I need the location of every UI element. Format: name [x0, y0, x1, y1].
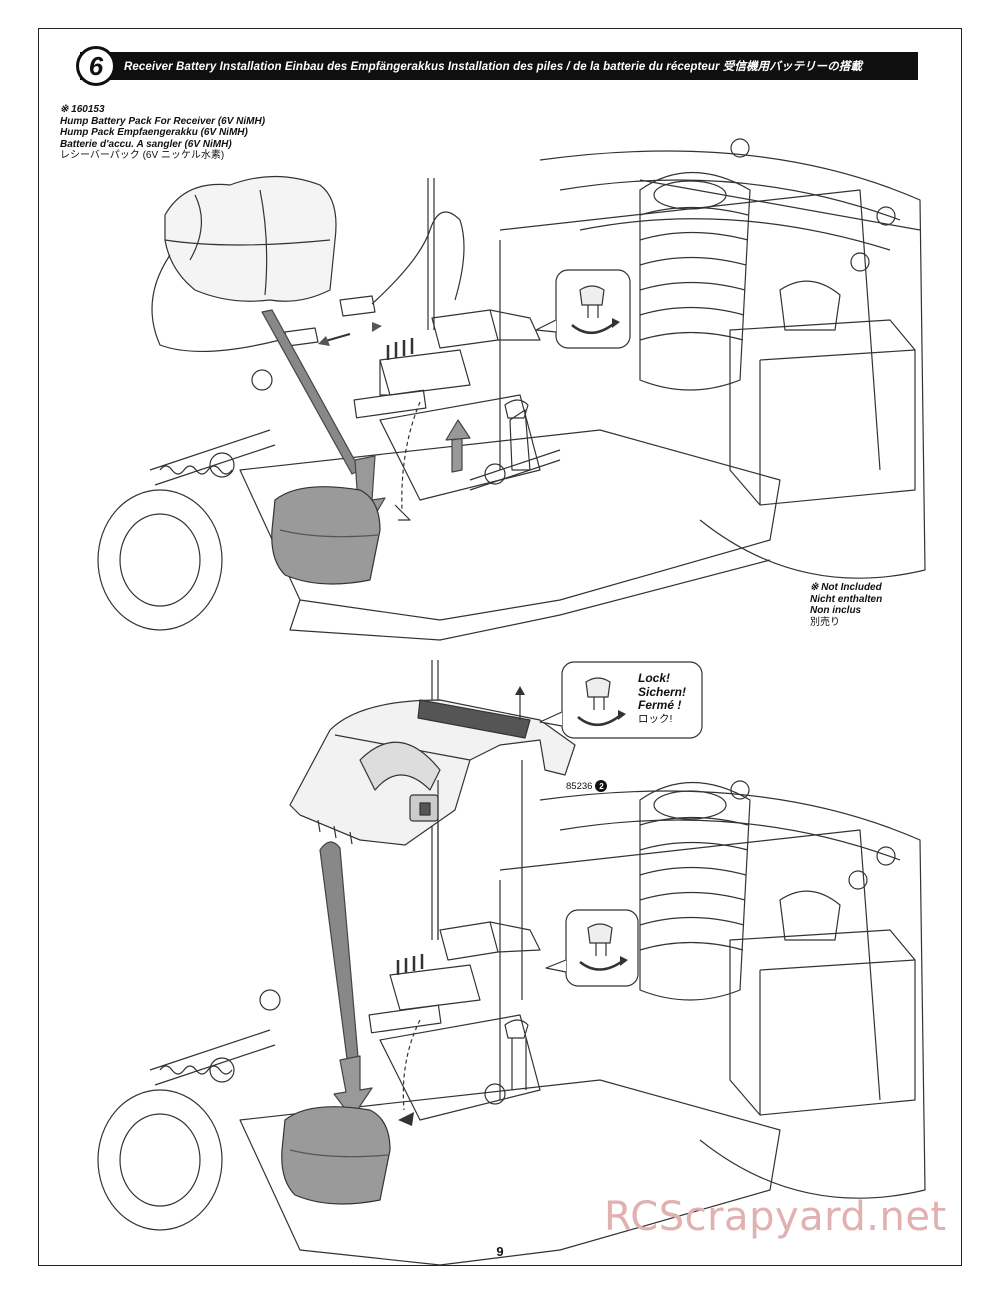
lock-callout: Lock! Sichern! Fermé ! ロック!: [638, 671, 687, 726]
step-title: Receiver Battery Installation Einbau des…: [124, 61, 863, 73]
page-number: 9: [496, 1244, 504, 1259]
page-frame: [38, 28, 962, 1266]
engine-cylinder-bottom: [639, 781, 751, 1001]
not-included-mark: ※: [60, 104, 69, 115]
lock-jp: ロック!: [638, 712, 673, 725]
lock-de: Sichern!: [638, 684, 687, 699]
chassis-plate-bottom: [239, 1079, 781, 1266]
battery-pack-top: [164, 175, 337, 302]
step-header-bar: [80, 52, 918, 80]
engine-cylinder-top: [639, 171, 751, 391]
receiver-top: [379, 349, 471, 396]
battery-part-number: 160153: [71, 104, 105, 115]
fuel-tank-top: [729, 319, 916, 506]
chassis-plate-top: [239, 429, 781, 621]
lock-fr: Fermé !: [638, 698, 682, 712]
battery-part-info: ※ 160153 Hump Battery Pack For Receiver …: [60, 104, 265, 162]
not-included-jp: 別売り: [810, 616, 840, 628]
battery-name-de: Hump Pack Empfaengerakku (6V NiMH): [60, 127, 248, 138]
lock-en: Lock!: [638, 671, 671, 685]
not-included-mark: ※: [810, 582, 819, 593]
battery-name-en: Hump Battery Pack For Receiver (6V NiMH): [60, 115, 266, 127]
watermark: RCScrapyard.net: [604, 1194, 947, 1240]
not-included-de: Nicht enthalten: [810, 593, 883, 605]
battery-name-jp: レシーバーパック (6V ニッケル水素): [60, 150, 225, 161]
battery-name-fr: Batterie d'accu. A sangler (6V NiMH): [60, 138, 232, 150]
not-included-en: Not Included: [821, 582, 882, 593]
step-number: 6: [76, 46, 116, 86]
cover-part-label: 85236 2: [566, 780, 608, 792]
fuel-tank-bottom: [729, 929, 916, 1116]
not-included-fr: Non inclus: [810, 605, 862, 616]
cover-part-number: 85236: [566, 780, 593, 792]
cover-part-qty-badge: 2: [595, 780, 608, 792]
not-included-note: ※ Not Included Nicht enthalten Non inclu…: [810, 582, 882, 628]
